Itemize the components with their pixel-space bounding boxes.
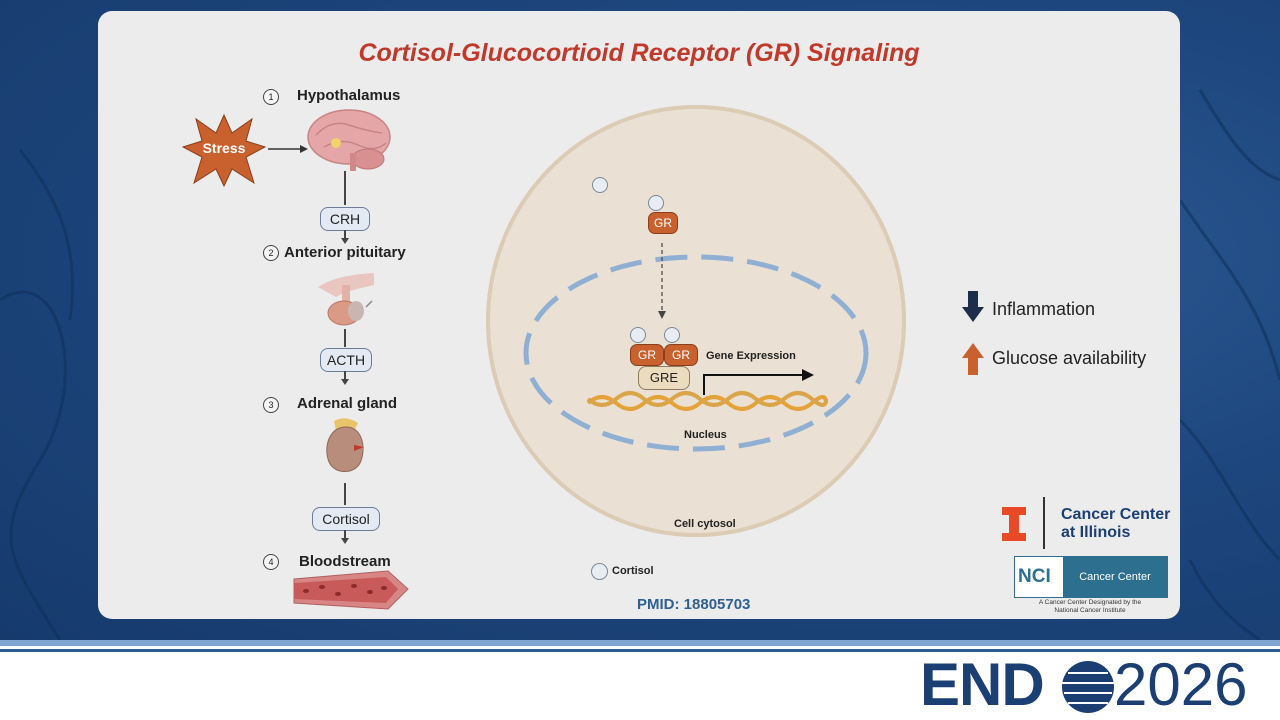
gr-dimer-left-badge: GR bbox=[630, 344, 664, 366]
step-number-2: 2 bbox=[263, 245, 279, 261]
endo-wordmark: END bbox=[920, 651, 1045, 718]
background-vessels-decoration bbox=[0, 89, 1280, 640]
stress-starburst-icon bbox=[182, 113, 266, 187]
effect-inflammation-label: Inflammation bbox=[992, 299, 1096, 319]
endo-globe-icon bbox=[1062, 661, 1114, 713]
step-label-bloodstream: Bloodstream bbox=[299, 553, 391, 570]
cortisol-molecule-icon bbox=[592, 177, 608, 193]
effect-glucose-label: Glucose availability bbox=[992, 348, 1147, 368]
cortisol-molecule-icon bbox=[664, 327, 680, 343]
pmid-reference: PMID: 18805703 bbox=[637, 596, 751, 613]
arrow-up-icon bbox=[962, 343, 984, 375]
legend-cortisol-icon bbox=[591, 563, 608, 580]
connector-line bbox=[344, 483, 346, 505]
pituitary-gland-icon bbox=[318, 273, 374, 326]
cortisol-hormone-pill: Cortisol bbox=[312, 507, 380, 531]
acth-hormone-pill: ACTH bbox=[320, 348, 372, 372]
nci-cancer-center-label: Cancer Center bbox=[1063, 557, 1167, 597]
step-label-adrenal-gland: Adrenal gland bbox=[297, 395, 398, 412]
nci-badge: NCI Cancer Center bbox=[1014, 556, 1168, 598]
step-label-hypothalamus: Hypothalamus bbox=[297, 87, 401, 104]
gene-expression-label: Gene Expression bbox=[706, 350, 796, 362]
connector-line bbox=[344, 530, 346, 540]
crh-hormone-pill: CRH bbox=[320, 207, 370, 231]
step-number-3: 3 bbox=[263, 397, 279, 413]
step-number-1: 1 bbox=[263, 89, 279, 105]
footer-stripe-white bbox=[0, 646, 1280, 649]
nucleus-label: Nucleus bbox=[684, 429, 727, 441]
arrow-down-icon bbox=[962, 291, 984, 322]
nci-short-label: NCI bbox=[1018, 566, 1051, 587]
endo-year: 2026 bbox=[1114, 651, 1248, 718]
nci-caption-line-2: National Cancer Institute bbox=[1054, 607, 1126, 614]
cancer-center-illinois-label: Cancer Center at Illinois bbox=[1061, 506, 1170, 542]
gre-element-badge: GRE bbox=[638, 366, 690, 390]
cancer-center-line-1: Cancer Center bbox=[1061, 506, 1171, 523]
nci-designation-caption: A Cancer Center Designated by the Nation… bbox=[1006, 599, 1174, 615]
logo-divider bbox=[1043, 497, 1045, 549]
adrenal-gland-kidney-icon bbox=[326, 418, 364, 472]
footer-stripe bbox=[0, 640, 1280, 646]
connector-line bbox=[344, 230, 346, 240]
endo-2026-logo: END 2026 bbox=[918, 651, 1270, 718]
blood-vessel-icon bbox=[293, 570, 409, 610]
step-number-4: 4 bbox=[263, 554, 279, 570]
legend-cortisol-label: Cortisol bbox=[612, 565, 654, 577]
nci-caption-line-1: A Cancer Center Designated by the bbox=[1038, 599, 1142, 606]
stress-arrow bbox=[268, 145, 308, 153]
arrowhead bbox=[341, 538, 349, 544]
cell-diagram bbox=[486, 105, 906, 537]
connector-line bbox=[344, 329, 346, 347]
diagram-title: Cortisol-Glucocortioid Receptor (GR) Sig… bbox=[358, 39, 920, 67]
cortisol-molecule-icon bbox=[630, 327, 646, 343]
cell-cytosol-label: Cell cytosol bbox=[674, 518, 736, 530]
illinois-block-i-logo bbox=[1002, 507, 1026, 541]
step-label-anterior-pituitary: Anterior pituitary bbox=[284, 244, 406, 261]
diagram-card: Cortisol-Glucocortioid Receptor (GR) Sig… bbox=[98, 11, 1180, 619]
brain-icon bbox=[307, 109, 391, 171]
arrowhead bbox=[341, 238, 349, 244]
connector-line bbox=[344, 371, 346, 381]
gr-dimer-right-badge: GR bbox=[664, 344, 698, 366]
stress-label: Stress bbox=[202, 140, 246, 156]
connector-line bbox=[344, 171, 346, 205]
gr-receptor-badge: GR bbox=[648, 212, 678, 234]
arrowhead bbox=[341, 379, 349, 385]
footer-stripe-dark bbox=[0, 649, 1280, 652]
cancer-center-line-2: at Illinois bbox=[1061, 524, 1131, 541]
cortisol-molecule-icon bbox=[648, 195, 664, 211]
